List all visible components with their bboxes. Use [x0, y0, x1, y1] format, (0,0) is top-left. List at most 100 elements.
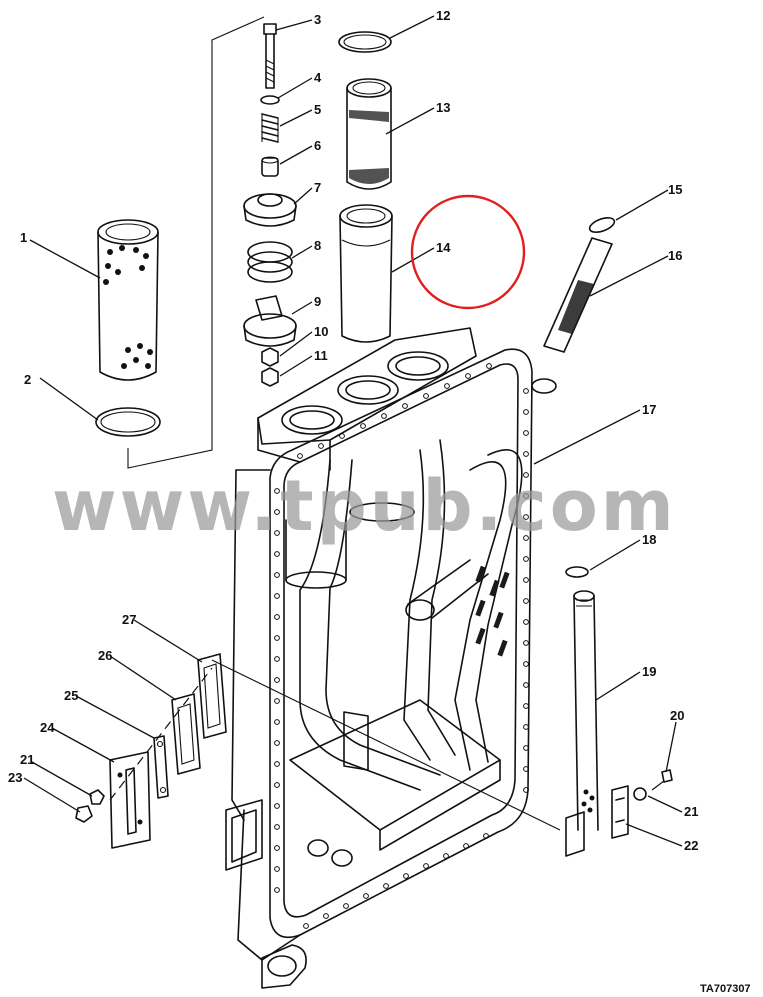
leader-lines — [23, 15, 683, 847]
bolt-hole — [274, 614, 280, 620]
callout-20: 20 — [670, 708, 684, 723]
bolt-hole — [274, 509, 280, 515]
callout-11: 11 — [314, 348, 328, 363]
bolt-hole — [274, 551, 280, 557]
bolt-hole — [360, 423, 366, 429]
bolt-hole — [274, 761, 280, 767]
callout-8: 8 — [314, 238, 321, 253]
bolt-hole — [274, 656, 280, 662]
callout-18: 18 — [642, 532, 656, 547]
bolt-hole — [274, 530, 280, 536]
callout-9: 9 — [314, 294, 321, 309]
callout-13: 13 — [436, 100, 450, 115]
bolt-hole — [523, 535, 529, 541]
figure-code: TA707307 — [700, 983, 751, 995]
bolt-hole — [523, 577, 529, 583]
callout-19: 19 — [642, 664, 656, 679]
callout-16: 16 — [668, 248, 682, 263]
bolt-hole — [423, 863, 429, 869]
callout-3: 3 — [314, 12, 321, 27]
callout-26: 26 — [98, 648, 112, 663]
bolt-hole — [523, 661, 529, 667]
callout-25: 25 — [64, 688, 78, 703]
callout-10: 10 — [314, 324, 328, 339]
bolt-hole — [523, 619, 529, 625]
callout-4: 4 — [314, 70, 322, 85]
bolt-hole — [274, 593, 280, 599]
bolt-hole — [523, 787, 529, 793]
bolt-hole — [274, 824, 280, 830]
callout-7: 7 — [314, 180, 321, 195]
callout-27: 27 — [122, 612, 136, 627]
bolt-hole — [274, 719, 280, 725]
o-ring-top — [338, 31, 392, 53]
bolt-hole — [523, 493, 529, 499]
dipstick-tube — [565, 590, 599, 857]
flange-bolt-holes — [274, 363, 529, 929]
bolt-hole — [274, 677, 280, 683]
callout-21-left: 21 — [20, 752, 34, 767]
bolt-hole — [523, 430, 529, 436]
cartridge-filter — [531, 237, 613, 394]
valve-stack — [127, 16, 297, 469]
bolt-hole — [463, 843, 469, 849]
bolt-hole — [274, 782, 280, 788]
highlight-circle — [410, 194, 526, 310]
housing — [225, 327, 533, 989]
callout-6: 6 — [314, 138, 321, 153]
sight-gauge-assembly — [75, 653, 561, 849]
watermark: www.tpub.com — [52, 465, 677, 547]
filter-sleeve — [346, 78, 392, 190]
callout-2: 2 — [24, 372, 31, 387]
bolt-hole — [343, 903, 349, 909]
callout-1: 1 — [20, 230, 27, 245]
bolt-hole — [403, 873, 409, 879]
callout-5: 5 — [314, 102, 321, 117]
bolt-hole — [323, 913, 329, 919]
bolt-hole — [274, 845, 280, 851]
bolt-hole — [523, 556, 529, 562]
bolt-hole — [383, 883, 389, 889]
bolt-hole — [523, 388, 529, 394]
bolt-hole — [523, 640, 529, 646]
bolt-hole — [274, 698, 280, 704]
callout-17: 17 — [642, 402, 656, 417]
bolt-hole — [465, 373, 471, 379]
tube-o-ring — [565, 566, 589, 578]
bolt-hole — [523, 472, 529, 478]
bolt-hole — [523, 682, 529, 688]
bolt-hole — [523, 703, 529, 709]
bolt-hole — [339, 433, 345, 439]
filter-element — [97, 219, 159, 381]
callout-22: 22 — [684, 838, 698, 853]
bolt-hole — [423, 393, 429, 399]
filter-cap — [588, 217, 616, 233]
bolt-hole — [274, 740, 280, 746]
bolt-hole — [274, 572, 280, 578]
filter-ports — [281, 351, 449, 435]
bolt-hole — [381, 413, 387, 419]
callout-23: 23 — [8, 770, 22, 785]
bolt-hole — [303, 923, 309, 929]
bolt-hole — [443, 853, 449, 859]
bolt-hole — [363, 893, 369, 899]
bolt-hole — [274, 866, 280, 872]
bolt-hole — [523, 409, 529, 415]
bolt-hole — [297, 453, 303, 459]
o-ring-lower — [95, 407, 161, 437]
bolt-hole — [274, 488, 280, 494]
bolt-hole — [318, 443, 324, 449]
callout-24: 24 — [40, 720, 55, 735]
callout-14: 14 — [436, 240, 451, 255]
bolt-hole — [523, 598, 529, 604]
filter-housing-sleeve — [339, 204, 393, 343]
bolt-hole — [523, 724, 529, 730]
bolt-hole — [274, 635, 280, 641]
callout-15: 15 — [668, 182, 682, 197]
callout-12: 12 — [436, 8, 450, 23]
callout-21-right: 21 — [684, 804, 698, 819]
bolt-hole — [523, 514, 529, 520]
bolt-hole — [444, 383, 450, 389]
